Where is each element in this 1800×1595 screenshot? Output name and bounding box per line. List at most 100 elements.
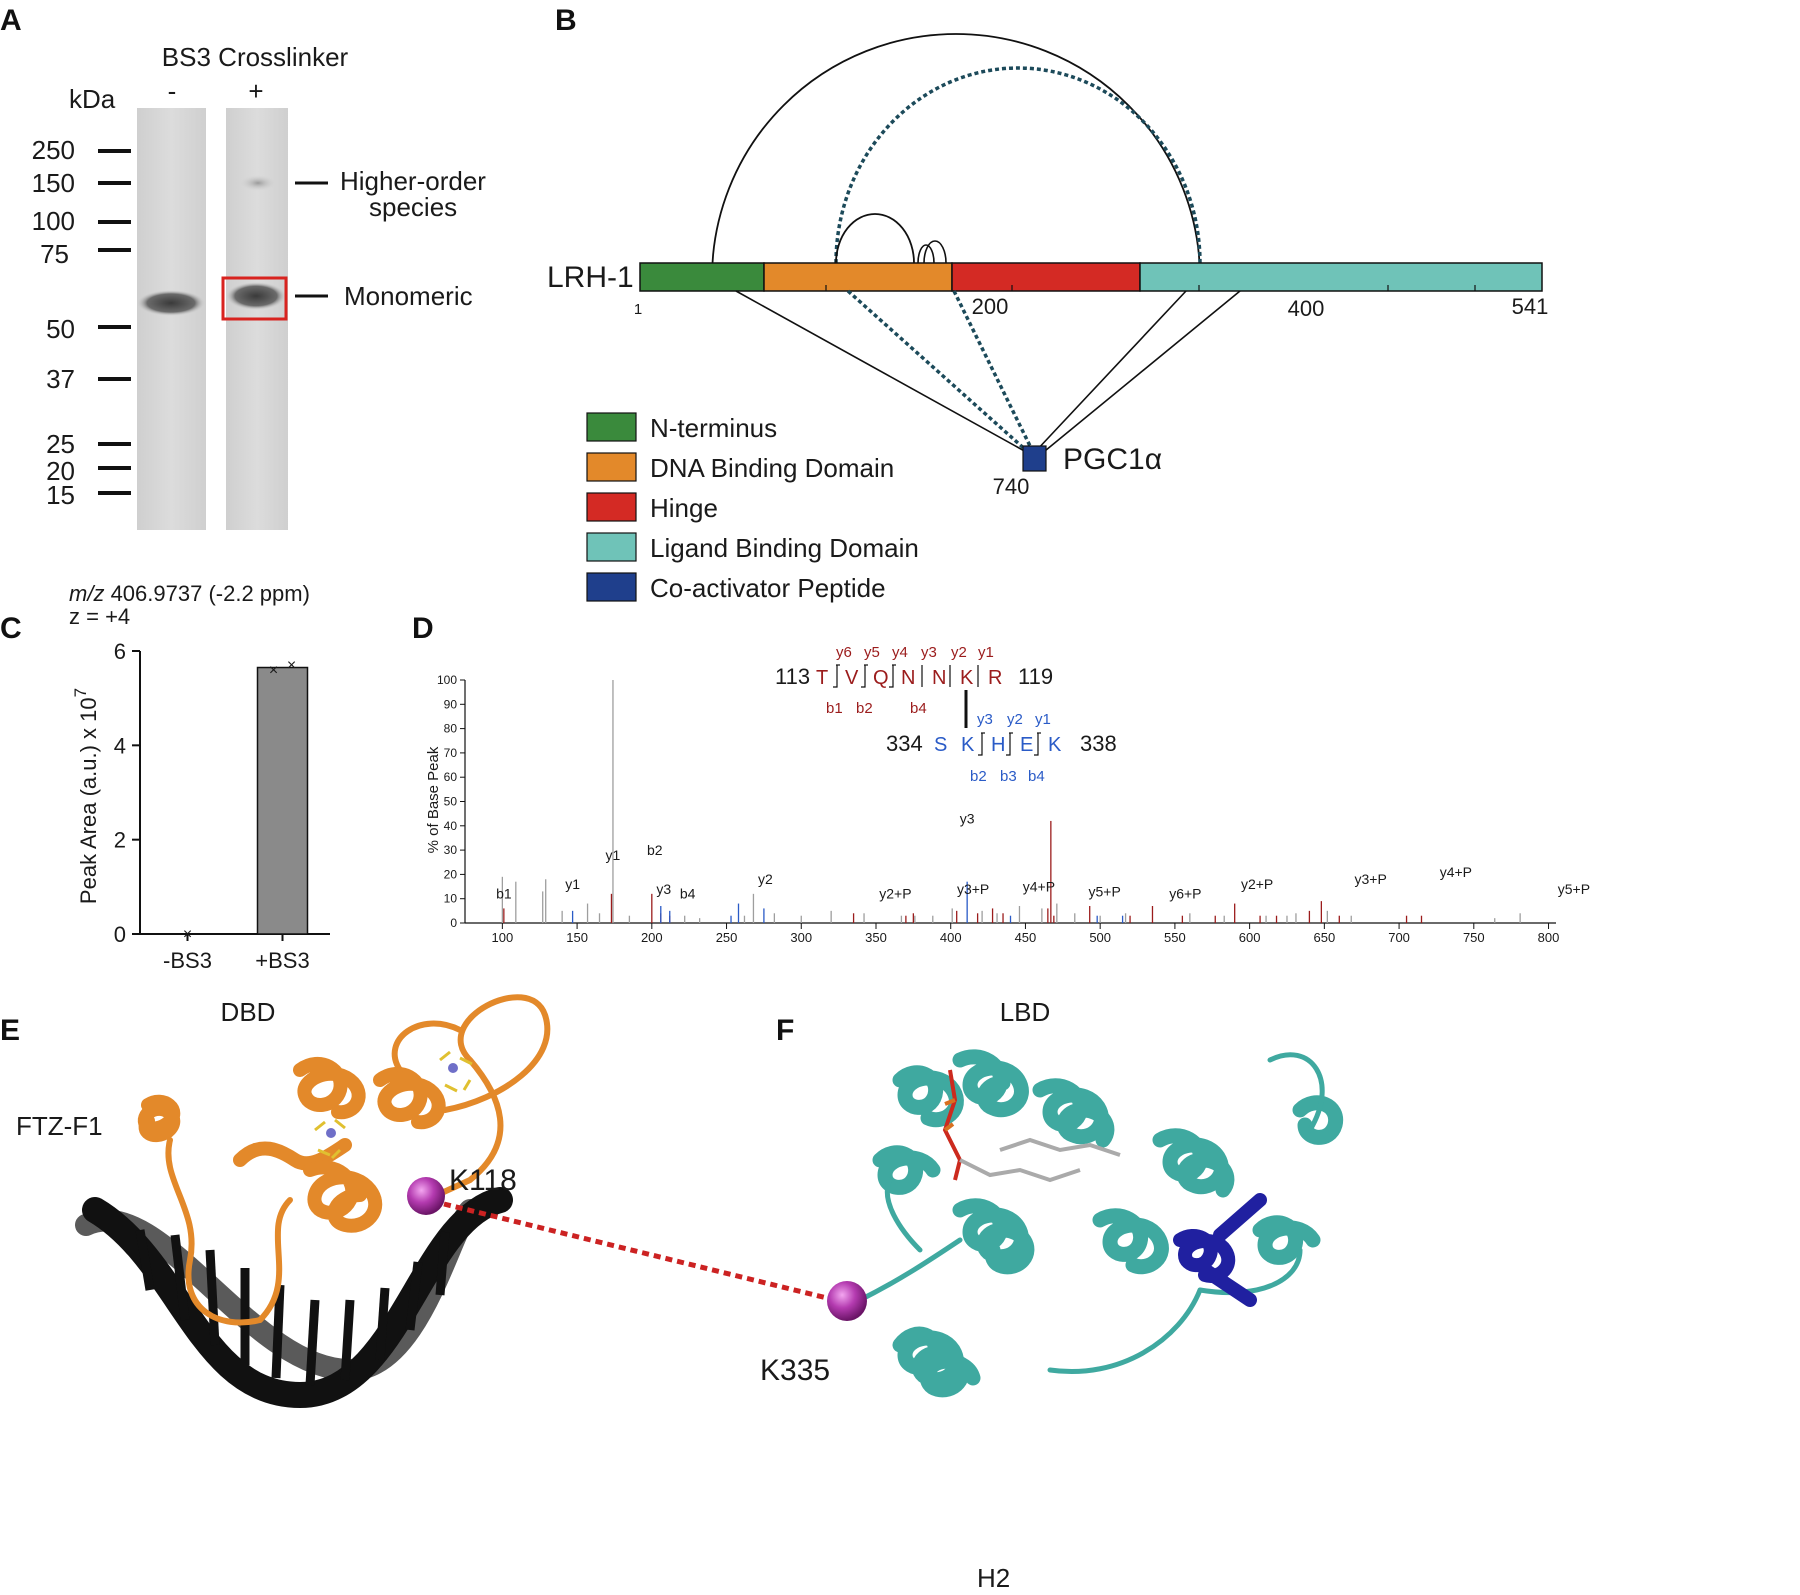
x-tick-label: 500	[1089, 930, 1111, 945]
domain-hinge	[951, 262, 1141, 292]
y-ion-label: y1	[978, 644, 994, 661]
peptide1-residue: T	[816, 667, 828, 689]
panel-letter: A	[0, 4, 22, 37]
peptide2-residue: S	[934, 734, 947, 756]
ion-annotation: y2+P	[1241, 876, 1273, 892]
ftz-f1-label: FTZ-F1	[16, 1111, 103, 1141]
replicate-point: ×	[183, 926, 192, 943]
residue-tick: 541	[1512, 294, 1549, 319]
crosslink-arc	[835, 213, 915, 264]
legend-label: Hinge	[650, 493, 718, 523]
legend-label: Co-activator Peptide	[650, 573, 886, 603]
y-ion-label: y6	[836, 644, 852, 661]
panel-e: E DBD FTZ-F1	[0, 994, 551, 1409]
marker-label: 15	[46, 480, 75, 510]
y-ion-label: y4	[892, 644, 908, 661]
legend-swatch	[586, 412, 637, 442]
y-tick-label: 4	[114, 733, 126, 758]
residue-tick: 200	[972, 294, 1009, 319]
peptide2-residue: E	[1020, 734, 1033, 756]
y-tick-label: 0	[450, 916, 457, 930]
y-axis-label: % of Base Peak	[425, 746, 442, 853]
annotation-higher-order-2: species	[369, 192, 457, 222]
peptide1-end: 119	[1018, 664, 1053, 689]
ion-annotation: y3+P	[1355, 871, 1387, 887]
domain-ligand-binding	[1139, 262, 1543, 292]
ion-annotation: b4	[680, 886, 696, 902]
panel-letter: D	[412, 612, 434, 645]
peptide1-residue: V	[845, 667, 859, 689]
domain-n-terminus	[639, 262, 765, 292]
marker-label: 75	[40, 239, 69, 269]
ion-annotation: y4+P	[1023, 878, 1055, 894]
residue-label-k118: K118	[449, 1164, 517, 1197]
x-tick-label: 250	[716, 930, 738, 945]
ion-annotation: y5+P	[1558, 881, 1590, 897]
legend-swatch	[586, 532, 637, 562]
x-tick-label: 650	[1313, 930, 1335, 945]
marker-label: 20	[46, 456, 75, 486]
peptide1-residue: Q	[873, 667, 889, 689]
residue-tick: 400	[1288, 296, 1325, 321]
legend-label: Ligand Binding Domain	[650, 533, 919, 563]
gel-title: BS3 Crosslinker	[162, 42, 349, 72]
x-tick-label: 600	[1239, 930, 1261, 945]
lane-plus-label: +	[248, 76, 263, 106]
b-ion-label: b2	[856, 700, 873, 717]
monomer-highlight-box	[221, 276, 288, 321]
ion-annotation: y3+P	[957, 881, 989, 897]
peptide1-residue: N	[901, 667, 915, 689]
y-tick-label: 70	[444, 746, 458, 760]
x-tick-label: 150	[566, 930, 588, 945]
b-ion-label: b1	[826, 700, 843, 717]
legend-swatch	[586, 492, 637, 522]
residue-label-k335: K335	[760, 1354, 830, 1387]
ion-annotation: y1	[606, 847, 621, 863]
helix-label-h2: H2	[977, 1563, 1010, 1593]
ion-annotation: y2+P	[879, 886, 911, 902]
crosslink-arc-dotted	[834, 66, 1202, 264]
ion-annotation: y6+P	[1169, 886, 1201, 902]
zinc-ion	[326, 1128, 336, 1138]
peptide2-end: 338	[1080, 731, 1117, 756]
marker-label: 50	[46, 314, 75, 344]
peptide1-residue: N	[932, 667, 946, 689]
mz-label: m/z 406.9737 (-2.2 ppm)	[69, 581, 310, 606]
panel-letter: C	[0, 612, 22, 645]
y-tick-label: 30	[444, 843, 458, 857]
ion-annotation: y5+P	[1088, 883, 1120, 899]
crosslink-distance-line	[443, 1201, 828, 1301]
marker-ladder: 250 150 100 75 50 37 25 20 15	[32, 135, 131, 510]
gel-lane-minus	[137, 108, 206, 530]
ion-annotation: b1	[496, 886, 512, 902]
charge-label: z = +4	[69, 604, 130, 629]
domain-legend: N-terminus DNA Binding Domain Hinge Liga…	[586, 412, 919, 603]
protein-label: LRH-1	[547, 261, 634, 294]
y-tick-label: 60	[444, 770, 458, 784]
panel-c: C m/z 406.9737 (-2.2 ppm) z = +4 0246-BS…	[0, 581, 330, 973]
y-ion-label: y3	[977, 711, 993, 728]
panel-letter: B	[555, 4, 577, 37]
ion-annotation: y4+P	[1440, 864, 1472, 880]
peptide2-start: 334	[886, 731, 923, 756]
marker-label: 250	[32, 135, 75, 165]
panel-b: B LRH-1 1 200 400 541 PGC1α	[547, 4, 1548, 603]
x-tick-label: 100	[492, 930, 514, 945]
x-tick-label: +BS3	[255, 948, 309, 973]
coactivator-peptide-box	[1022, 445, 1047, 472]
panel-letter: E	[0, 1014, 20, 1047]
peptide-map: 113 119 T V Q N N K R y6 y5 y4 y3 y2 y1 …	[775, 644, 1117, 785]
marker-label: 150	[32, 168, 75, 198]
crosslink-arc	[923, 240, 947, 264]
annotation-higher-order: Higher-order	[340, 166, 486, 196]
peptide2-residue: K	[1048, 734, 1062, 756]
replicate-point: ×	[287, 657, 296, 674]
y-ion-label: y1	[1035, 711, 1051, 728]
x-tick-label: 800	[1538, 930, 1560, 945]
lane-minus-label: -	[168, 76, 177, 106]
b-ion-label: b4	[1028, 768, 1045, 785]
y-tick-label: 40	[444, 819, 458, 833]
y-tick-label: 90	[444, 697, 458, 711]
